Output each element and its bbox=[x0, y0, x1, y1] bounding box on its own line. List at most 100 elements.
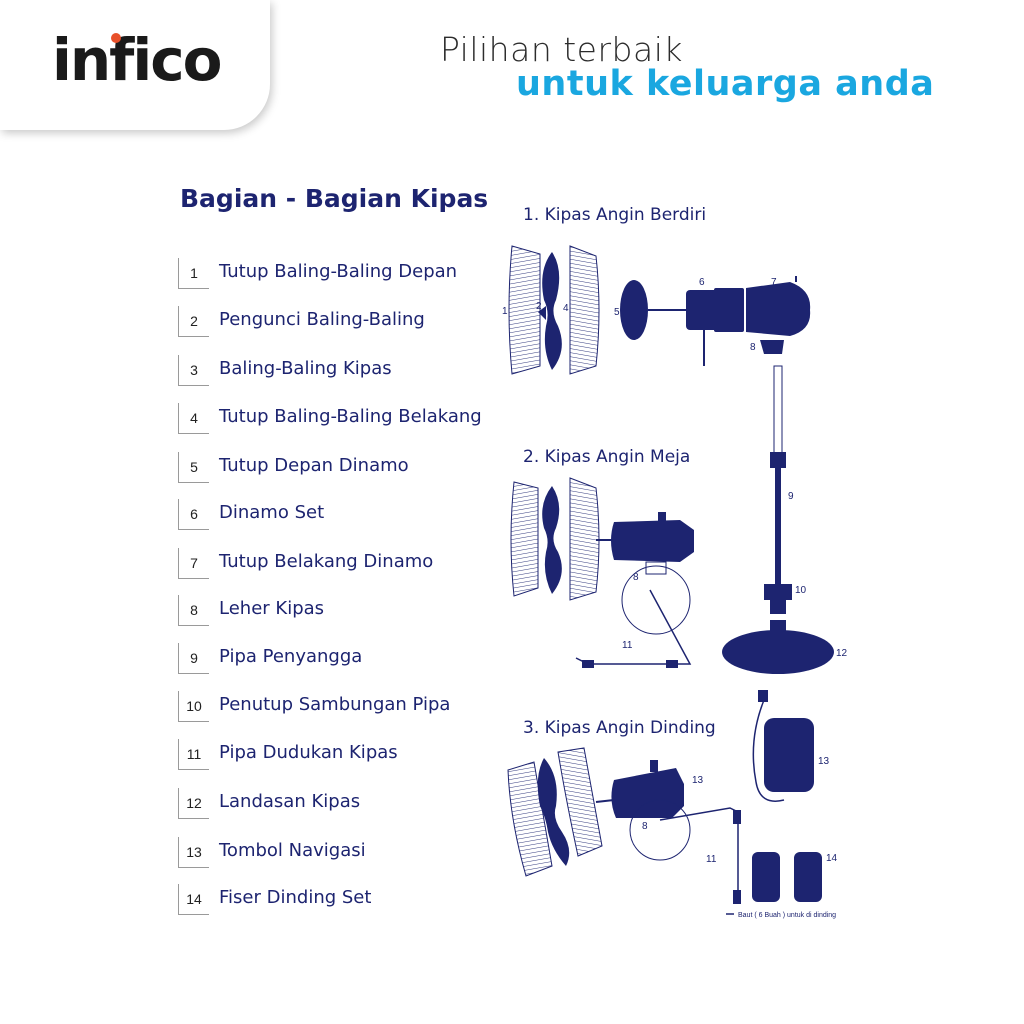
lower-pole-shape bbox=[775, 468, 781, 584]
section-title-wall: 3. Kipas Angin Dinding bbox=[523, 718, 716, 738]
part-label: Tombol Navigasi bbox=[219, 840, 366, 861]
callout-12: 12 bbox=[836, 648, 848, 659]
part-item: 1 Tutup Baling-Baling Depan bbox=[178, 258, 498, 292]
part-item: 4 Tutup Baling-Baling Belakang bbox=[178, 403, 498, 437]
controller-plug bbox=[758, 690, 768, 702]
part-number: 11 bbox=[178, 739, 209, 770]
part-number: 13 bbox=[178, 837, 209, 868]
callout-2: 2 bbox=[536, 301, 542, 312]
part-item: 7 Tutup Belakang Dinamo bbox=[178, 548, 498, 582]
part-number: 1 bbox=[178, 258, 209, 289]
wall-fan-diagram: 8 11 13 13 14 Baut ( 6 Buah ) untuk di d… bbox=[507, 690, 838, 919]
callout-wall-13a: 13 bbox=[692, 775, 704, 786]
table-motor-shape bbox=[611, 520, 694, 562]
base-stem bbox=[770, 620, 786, 632]
table-motor-knob bbox=[658, 512, 666, 522]
part-item: 14 Fiser Dinding Set bbox=[178, 884, 498, 918]
table-foot-left bbox=[582, 660, 594, 668]
wall-shaft-line bbox=[595, 799, 615, 803]
part-number: 3 bbox=[178, 355, 209, 386]
part-item: 11 Pipa Dudukan Kipas bbox=[178, 739, 498, 773]
part-label: Pengunci Baling-Baling bbox=[219, 309, 425, 330]
part-label: Landasan Kipas bbox=[219, 791, 361, 812]
part-item: 3 Baling-Baling Kipas bbox=[178, 355, 498, 389]
pole-joint-shape bbox=[770, 452, 786, 468]
part-number: 14 bbox=[178, 884, 209, 915]
callout-6: 6 bbox=[699, 277, 705, 288]
tagline-line-2: untuk keluarga anda bbox=[516, 64, 935, 104]
table-pipe-path bbox=[575, 589, 692, 665]
controller-cord bbox=[752, 699, 785, 802]
motor-set-shape bbox=[686, 290, 722, 330]
part-number: 9 bbox=[178, 643, 209, 674]
wall-rear-guard-shape bbox=[557, 747, 603, 857]
part-label: Baling-Baling Kipas bbox=[219, 358, 392, 379]
callout-1: 1 bbox=[502, 306, 508, 317]
part-number: 4 bbox=[178, 403, 209, 434]
wall-clip-bottom bbox=[733, 890, 741, 904]
spinner-shape bbox=[538, 306, 546, 320]
upper-pole-shape bbox=[773, 365, 783, 455]
table-foot-right bbox=[666, 660, 678, 668]
table-fan-diagram: 8 11 bbox=[510, 477, 694, 668]
part-label: Tutup Depan Dinamo bbox=[219, 455, 409, 476]
callout-table-11: 11 bbox=[622, 640, 633, 651]
callout-5: 5 bbox=[614, 307, 620, 318]
table-blade-shape bbox=[542, 486, 562, 594]
wall-motor-knob bbox=[650, 760, 658, 772]
wall-fixer-left bbox=[752, 852, 780, 902]
part-label: Pipa Dudukan Kipas bbox=[219, 742, 398, 763]
wall-front-guard-shape bbox=[507, 761, 553, 877]
wall-clip-top bbox=[733, 810, 741, 824]
front-guard-shape bbox=[508, 245, 541, 375]
neck-shape bbox=[760, 340, 784, 354]
wall-blade-shape bbox=[537, 758, 570, 866]
part-label: Tutup Baling-Baling Depan bbox=[219, 261, 458, 282]
part-label: Tutup Baling-Baling Belakang bbox=[219, 406, 482, 427]
callout-wall-11: 11 bbox=[706, 854, 717, 865]
part-item: 12 Landasan Kipas bbox=[178, 788, 498, 822]
part-number: 2 bbox=[178, 306, 209, 337]
table-neck-circle bbox=[621, 565, 691, 635]
part-number: 7 bbox=[178, 548, 209, 579]
part-item: 13 Tombol Navigasi bbox=[178, 837, 498, 871]
motor-front-cover-shape bbox=[620, 280, 648, 340]
part-item: 8 Leher Kipas bbox=[178, 595, 498, 629]
callout-9: 9 bbox=[788, 491, 794, 502]
base-shape bbox=[722, 630, 834, 674]
callout-table-8: 8 bbox=[633, 572, 639, 583]
part-number: 5 bbox=[178, 452, 209, 483]
part-number: 8 bbox=[178, 595, 209, 626]
part-label: Fiser Dinding Set bbox=[219, 887, 372, 908]
section-title-table: 2. Kipas Angin Meja bbox=[523, 447, 691, 467]
bolt-note: Baut ( 6 Buah ) untuk di dinding bbox=[738, 912, 836, 919]
part-label: Leher Kipas bbox=[219, 598, 325, 619]
wall-neck-circle bbox=[629, 799, 691, 861]
callout-10: 10 bbox=[795, 585, 807, 596]
part-item: 5 Tutup Depan Dinamo bbox=[178, 452, 498, 486]
part-label: Penutup Sambungan Pipa bbox=[219, 694, 451, 715]
tagline-line-1: Pilihan terbaik bbox=[440, 30, 683, 69]
wall-pipe-path bbox=[659, 807, 739, 900]
rear-guard-shape bbox=[569, 245, 600, 375]
section-title-standing: 1. Kipas Angin Berdiri bbox=[523, 205, 707, 225]
logo-dot bbox=[111, 33, 121, 43]
callout-wall-14: 14 bbox=[826, 853, 838, 864]
part-label: Tutup Belakang Dinamo bbox=[219, 551, 434, 572]
callout-wall-8: 8 bbox=[642, 821, 648, 832]
callout-4: 4 bbox=[563, 303, 569, 314]
wall-motor-shape bbox=[611, 768, 684, 818]
table-front-guard-shape bbox=[510, 481, 539, 597]
parts-title: Bagian - Bagian Kipas bbox=[180, 184, 489, 213]
controller-shape bbox=[764, 718, 814, 792]
table-neck-plate bbox=[645, 561, 667, 575]
logo-card: infico bbox=[0, 0, 270, 130]
part-number: 6 bbox=[178, 499, 209, 530]
part-number: 12 bbox=[178, 788, 209, 819]
motor-back-cover-shape bbox=[746, 282, 811, 336]
brand-logo-text: infico bbox=[52, 26, 223, 94]
